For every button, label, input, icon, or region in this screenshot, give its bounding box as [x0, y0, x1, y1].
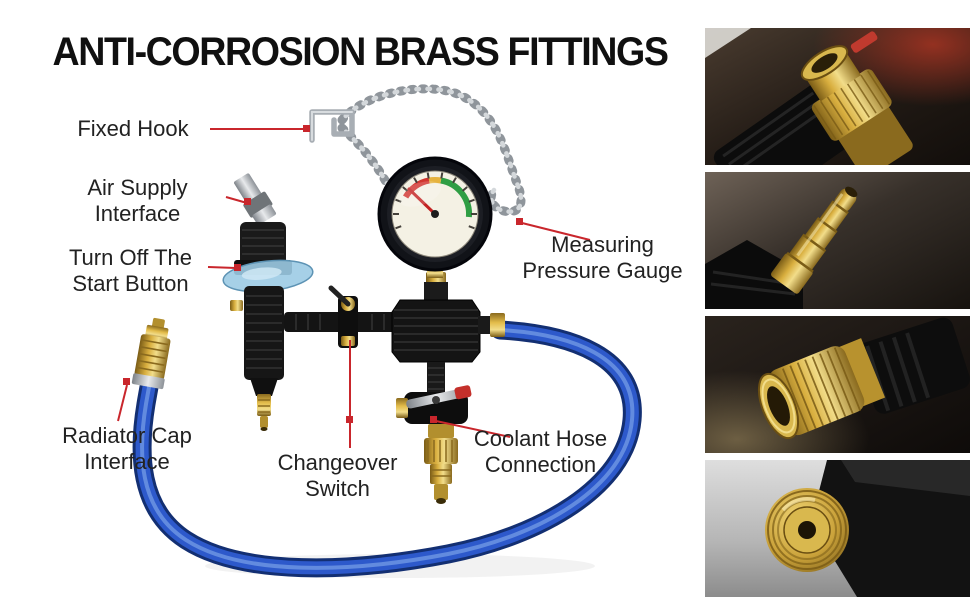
callout-line-gauge	[521, 222, 591, 241]
callout-marker-changeover	[346, 416, 353, 423]
callout-line-start-button	[207, 266, 237, 269]
callout-label-radiator-cap: Radiator Cap Interface	[62, 423, 192, 474]
callout-label-pressure-gauge: Measuring Pressure Gauge	[522, 232, 683, 283]
page-title: ANTI-CORROSION BRASS FITTINGS	[52, 30, 668, 74]
callout-marker-gauge	[516, 218, 523, 225]
radiator-cap-interface	[131, 317, 171, 390]
changeover-switch	[284, 285, 402, 348]
callout-line-radiator-cap	[117, 384, 128, 422]
closeup-quick-coupler	[705, 28, 970, 165]
callout-label-coolant-hose: Coolant Hose Connection	[473, 426, 608, 477]
callout-marker-air-supply	[244, 198, 251, 205]
callout-marker-coolant-hose	[430, 416, 437, 423]
air-supply-assembly	[222, 173, 314, 431]
callout-line-coolant-hose	[435, 420, 511, 438]
pressure-gauge	[377, 156, 493, 278]
coolant-hose	[132, 320, 642, 578]
callout-marker-radiator-cap	[123, 378, 130, 385]
fixed-hook	[309, 109, 355, 143]
closeup-hose-barb	[705, 172, 970, 309]
callout-label-fixed-hook: Fixed Hook	[77, 116, 189, 141]
closeup-brass-plug	[705, 460, 970, 597]
callout-label-changeover: Changeover Switch	[277, 450, 398, 501]
callout-label-air-supply: Air Supply Interface	[87, 175, 188, 226]
closeup-knurled-coupler	[705, 316, 970, 453]
callout-lines	[117, 128, 591, 448]
air-inlet-barb	[257, 394, 271, 431]
callout-marker-fixed-hook	[303, 125, 310, 132]
callout-line-air-supply	[225, 196, 248, 204]
air-supply-interface	[234, 173, 276, 225]
manifold-body	[391, 272, 505, 394]
callout-label-start-button: Turn Off The Start Button	[68, 245, 193, 296]
start-button	[222, 259, 314, 293]
callout-marker-start-button	[234, 264, 241, 271]
coolant-hose-connection	[396, 385, 472, 504]
callout-markers	[123, 125, 523, 423]
